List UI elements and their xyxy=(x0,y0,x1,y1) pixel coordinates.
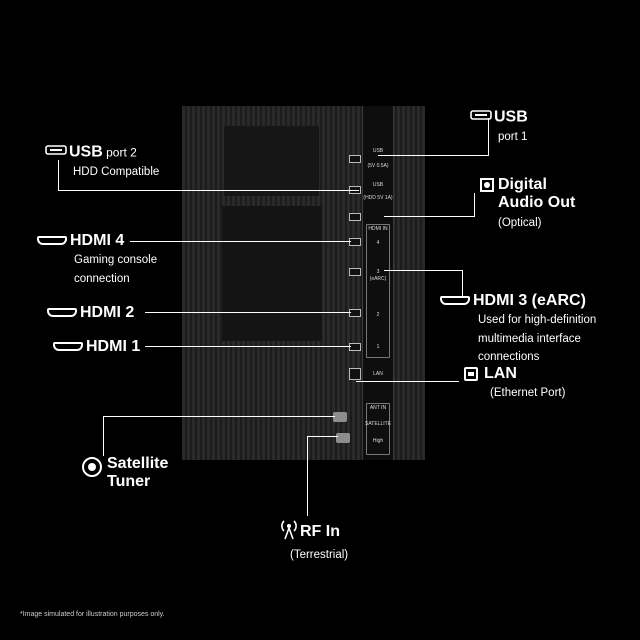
usb2-sub: HDD Compatible xyxy=(73,165,160,178)
usb1-sub: port 1 xyxy=(498,130,528,143)
usb-icon xyxy=(470,108,492,126)
audio-title-1: Digital xyxy=(498,176,547,193)
lan-title: LAN xyxy=(484,365,517,382)
hdmi4-callout: HDMI 4 Gaming console connection xyxy=(37,232,157,287)
hdmi3-title: HDMI 3 (eARC) xyxy=(473,292,586,309)
hdmi-port-4 xyxy=(349,238,361,246)
rail-hdmi-3-earc: (eARC) xyxy=(369,276,387,282)
rail-lan: LAN xyxy=(373,371,383,377)
hdmi3-sub-1: Used for high-definition xyxy=(478,314,597,327)
hdmi1-title: HDMI 1 xyxy=(86,338,141,355)
lan-port xyxy=(349,368,361,380)
audio-line-v xyxy=(474,193,475,216)
satellite-title-1: Satellite xyxy=(107,455,169,472)
rail-ant: ANT IN xyxy=(369,405,387,411)
hdmi3-line-h xyxy=(384,270,463,271)
hdmi3-line-v xyxy=(462,270,463,298)
rail-usb-b-spec: (HDD 5V 1A) xyxy=(363,195,393,201)
rail-usb-a-spec: (5V 0.5A) xyxy=(367,163,389,169)
usb1-callout: USB port 1 xyxy=(470,108,528,145)
hdmi4-title: HDMI 4 xyxy=(70,232,125,249)
disclaimer-note: *Image simulated for illustration purpos… xyxy=(20,611,165,618)
hdmi2-title: HDMI 2 xyxy=(80,304,135,321)
hdmi4-sub-2: connection xyxy=(74,272,130,285)
lan-sub: (Ethernet Port) xyxy=(490,387,566,400)
usb2-line-v xyxy=(58,160,59,190)
satellite-connector xyxy=(333,412,347,422)
hdmi3-callout: HDMI 3 (eARC) Used for high-definition m… xyxy=(440,292,596,366)
usb2-callout: USB port 2 HDD Compatible xyxy=(45,143,159,180)
rail-hdmi-head: HDMI IN xyxy=(368,226,388,232)
hdmi3-sub-2: multimedia interface xyxy=(478,332,581,345)
usb2-title: USB xyxy=(69,143,103,161)
rail-hdmi-2: 2 xyxy=(376,312,380,318)
hdmi-icon xyxy=(37,236,67,246)
rail-usb-b-label: USB xyxy=(372,182,384,188)
rail-hdmi-3: 3 xyxy=(376,269,380,275)
satellite-callout: Satellite Tuner xyxy=(107,455,168,492)
antenna-icon xyxy=(280,518,298,545)
satellite-line-v xyxy=(103,416,104,456)
satellite-title-2: Tuner xyxy=(107,473,151,491)
rf-connector xyxy=(336,433,350,443)
hdmi-icon xyxy=(47,308,77,318)
audio-title-2: Audio Out xyxy=(498,194,576,212)
usb1-line-h xyxy=(378,155,489,156)
hdmi4-line xyxy=(130,241,351,242)
rail-hdmi-1: 1 xyxy=(376,344,380,350)
optical-icon xyxy=(480,177,494,192)
satellite-icon xyxy=(82,457,102,477)
ethernet-icon xyxy=(464,366,478,381)
hdmi-port-2 xyxy=(349,309,361,317)
rail-hdmi-4: 4 xyxy=(376,240,380,246)
usb2-suffix: port 2 xyxy=(102,145,137,160)
usb2-line-h xyxy=(58,190,359,191)
hdmi2-line xyxy=(145,312,351,313)
hdmi1-callout: HDMI 1 xyxy=(53,338,140,356)
rail-usb-a-label: USB xyxy=(372,148,384,154)
usb1-title: USB xyxy=(494,108,528,126)
rf-line-v xyxy=(307,436,308,516)
usb1-line-v xyxy=(488,118,489,155)
rf-sub: (Terrestrial) xyxy=(290,549,349,562)
rf-callout: RF In (Terrestrial) xyxy=(280,518,348,564)
hdmi4-sub-1: Gaming console xyxy=(74,254,158,267)
hdmi3-sub-3: connections xyxy=(478,351,540,364)
rail-hdmi-group xyxy=(366,224,390,358)
rail-ant-group xyxy=(366,403,390,455)
audio-sub: (Optical) xyxy=(498,216,542,229)
hdmi-port-3 xyxy=(349,268,361,276)
rf-title: RF In xyxy=(300,522,340,540)
usb-port-1 xyxy=(349,155,361,163)
panel-plate xyxy=(222,206,322,341)
audio-callout: Digital Audio Out (Optical) xyxy=(480,176,575,231)
panel-vent xyxy=(224,126,319,196)
optical-port xyxy=(349,213,361,221)
rf-line-h xyxy=(307,436,338,437)
usb-icon xyxy=(45,143,67,161)
hdmi-port-1 xyxy=(349,343,361,351)
hdmi-icon xyxy=(440,296,470,306)
connector-rail: USB (5V 0.5A) USB (HDD 5V 1A) HDMI IN 4 … xyxy=(362,106,394,460)
rail-ant-spec: SATELLITE xyxy=(364,421,392,427)
satellite-line-h xyxy=(103,416,335,417)
rail-high: High xyxy=(372,438,384,444)
hdmi2-callout: HDMI 2 xyxy=(47,304,134,322)
audio-line-h xyxy=(384,216,475,217)
lan-callout: LAN (Ethernet Port) xyxy=(464,365,565,402)
hdmi1-line xyxy=(145,346,351,347)
hdmi-icon xyxy=(53,342,83,352)
lan-line xyxy=(356,381,459,382)
